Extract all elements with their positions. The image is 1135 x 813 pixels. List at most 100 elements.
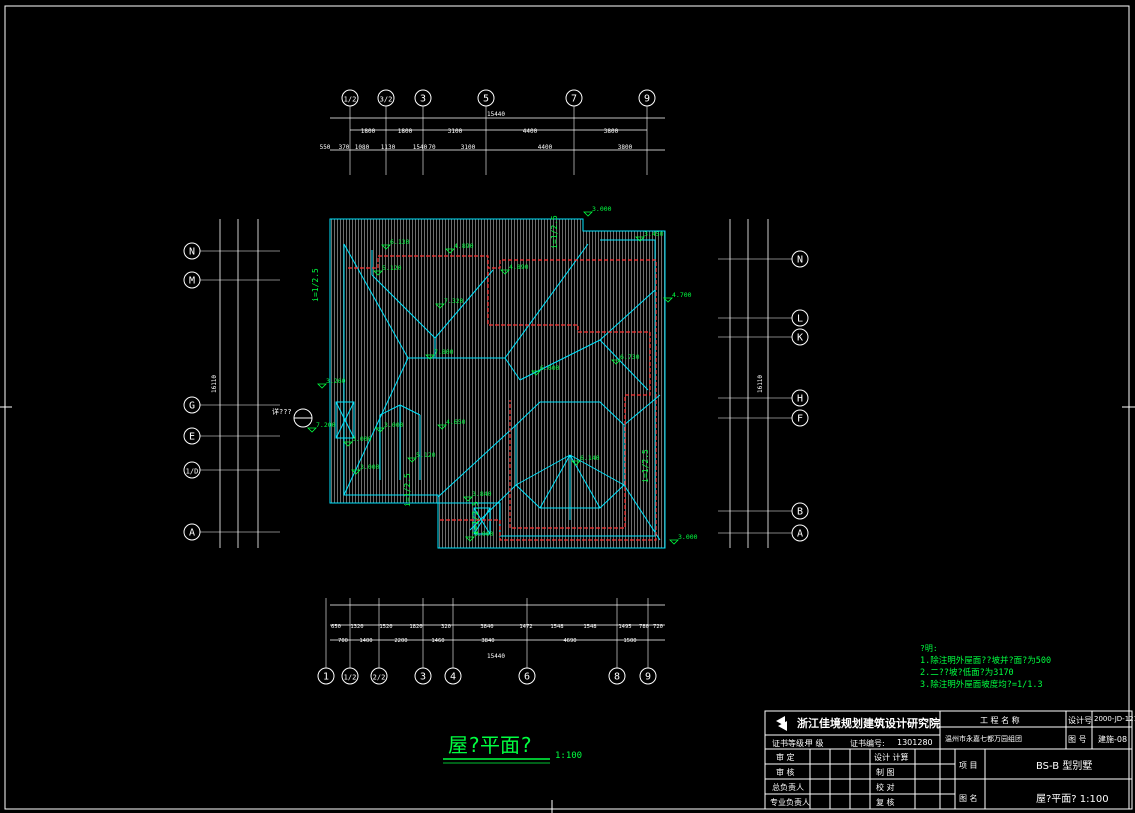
- dim-bottom-row1: 650: [331, 624, 341, 630]
- axis-left-4-label: 1/D: [186, 468, 199, 476]
- axis-top-5-label: 9: [644, 94, 650, 105]
- slope-label: i=1/2.5: [471, 501, 480, 535]
- dim-top-row1: 4400: [523, 128, 538, 135]
- elevation-label: 4.890: [509, 263, 529, 271]
- elevation-triangle: [317, 383, 327, 389]
- elevation-label: 7.800: [434, 348, 454, 356]
- dim-top-row1: 1800: [361, 128, 376, 135]
- title-row-left-2: 总负责人: [772, 783, 804, 792]
- axis-right-0-label: N: [797, 255, 803, 266]
- elevation-label: 6.600: [540, 364, 560, 372]
- dim-bottom-row1: 320: [441, 624, 451, 630]
- note-line: 1.除注明外屋面??坡并?面?为500: [920, 655, 1051, 666]
- wall-outline-dashed: [348, 255, 657, 541]
- dim-top-row2: 1080: [355, 144, 370, 151]
- elevation-label: 6.140: [580, 454, 600, 462]
- elevation-label: 6.730: [620, 353, 640, 361]
- elevation-triangle: [407, 457, 417, 463]
- elevation-triangle: [500, 269, 510, 275]
- axis-right-6-label: A: [797, 529, 803, 540]
- dim-top-row2: 1540: [413, 144, 428, 151]
- roof-plan: [329, 218, 666, 549]
- item-label: 项 目: [959, 761, 978, 770]
- drawing-no-label: 图 号: [1068, 735, 1087, 744]
- elevation-triangle: [463, 496, 473, 502]
- axis-top-3-label: 5: [483, 94, 489, 105]
- dim-top-row2: 550: [320, 144, 331, 151]
- axis-right-5-label: B: [797, 507, 803, 518]
- slope-label: i=1/2.5: [403, 473, 412, 507]
- sheet-name-value: 屋?平面? 1:100: [1036, 794, 1109, 805]
- elevation-label: 3.000: [384, 421, 404, 429]
- axis-bottom-6-label: 8: [614, 672, 620, 683]
- axis-top-1-label: 3/2: [380, 96, 393, 104]
- elevation-label: 5.120: [416, 451, 436, 459]
- elevation-triangle: [445, 248, 455, 254]
- elevation-label: 3.000: [678, 533, 698, 541]
- cert-no-label: 证书编号:: [850, 739, 885, 748]
- roof-hatch: [329, 218, 666, 549]
- elevation-triangle: [571, 460, 581, 466]
- elevation-triangle: [583, 211, 593, 217]
- elevation-label: 7.320: [444, 297, 464, 305]
- cert-no: 1301280: [897, 738, 933, 747]
- dim-bottom-row1: 1548: [583, 624, 596, 630]
- elevation-triangle: [437, 424, 447, 430]
- title-row-left-1: 审 核: [776, 768, 795, 777]
- axis-left-3-label: E: [189, 432, 195, 443]
- dim-top-row1: 3100: [448, 128, 463, 135]
- general-notes: ?明: 1.除注明外屋面??坡并?面?为500 2.二??坡?低面?为3170 …: [920, 644, 1051, 690]
- axis-right-3-label: H: [797, 394, 803, 405]
- slope-label: i=1/2.5: [311, 268, 320, 302]
- dim-top-row1: 3800: [604, 128, 619, 135]
- axis-right-2-label: K: [797, 333, 803, 344]
- elevation-label: 6.130: [390, 238, 410, 246]
- elevation-triangle: [375, 427, 385, 433]
- dim-right-total: 16110: [757, 375, 764, 393]
- dimension-lines: [219, 117, 769, 641]
- dim-top-row1: 1800: [398, 128, 413, 135]
- elevation-triangle: [465, 536, 475, 542]
- elevation-label: 3.000: [360, 463, 380, 471]
- dim-left-total: 16110: [211, 375, 218, 393]
- title-row-mid-2: 校 对: [876, 783, 895, 792]
- sheet-name-label: 图 名: [959, 794, 978, 803]
- slope-label: i=1/2.5: [641, 449, 650, 483]
- axis-bottom-0-label: 1: [323, 672, 329, 683]
- dim-top-row2: 1130: [381, 144, 396, 151]
- axis-bottom-1-label: 1/2: [344, 674, 357, 682]
- elevation-triangle: [307, 427, 317, 433]
- elevation-label: 4.890: [454, 242, 474, 250]
- dim-bottom-row2: 1460: [431, 638, 444, 644]
- dim-bottom-row1: 720: [653, 624, 663, 630]
- company-name: 浙江佳境规划建筑设计研究院: [797, 717, 940, 730]
- title-block: [764, 710, 1133, 810]
- elevation-markers: 3.0003.4504.8906.1304.8905.1207.3204.700…: [307, 205, 698, 545]
- design-no: 2000-JD-121: [1094, 715, 1135, 723]
- elevation-label: 3.000: [592, 205, 612, 213]
- title-row-left-3: 专业负责人: [770, 798, 810, 807]
- dim-bottom-row1: 1495: [618, 624, 631, 630]
- note-line: 3.除注明外屋面坡度均?=1/1.3: [920, 679, 1043, 690]
- title-row-mid-3: 复 核: [876, 798, 895, 807]
- elevation-triangle: [435, 303, 445, 309]
- dim-bottom-row2: 1400: [359, 638, 372, 644]
- elevation-triangle: [531, 370, 541, 376]
- axis-left-2-label: G: [189, 401, 195, 412]
- axis-bottom-3-label: 3: [420, 672, 426, 683]
- detail-callout: 详???: [272, 407, 313, 428]
- elevation-triangle: [663, 297, 673, 303]
- dim-top-total: 15440: [487, 111, 505, 118]
- dim-top-row2: 3100: [461, 144, 476, 151]
- dim-top-row2: 4400: [538, 144, 553, 151]
- elevation-label: 3.000: [474, 530, 494, 538]
- dim-bottom-row1: 780: [639, 624, 649, 630]
- title-row-mid-1: 制 图: [876, 768, 895, 777]
- dim-bottom-row2: 3840: [481, 638, 494, 644]
- axis-top-4-label: 7: [571, 94, 577, 105]
- elevation-triangle: [381, 244, 391, 250]
- dim-bottom-row1: 1320: [350, 624, 363, 630]
- dim-bottom-total: 15440: [487, 653, 505, 660]
